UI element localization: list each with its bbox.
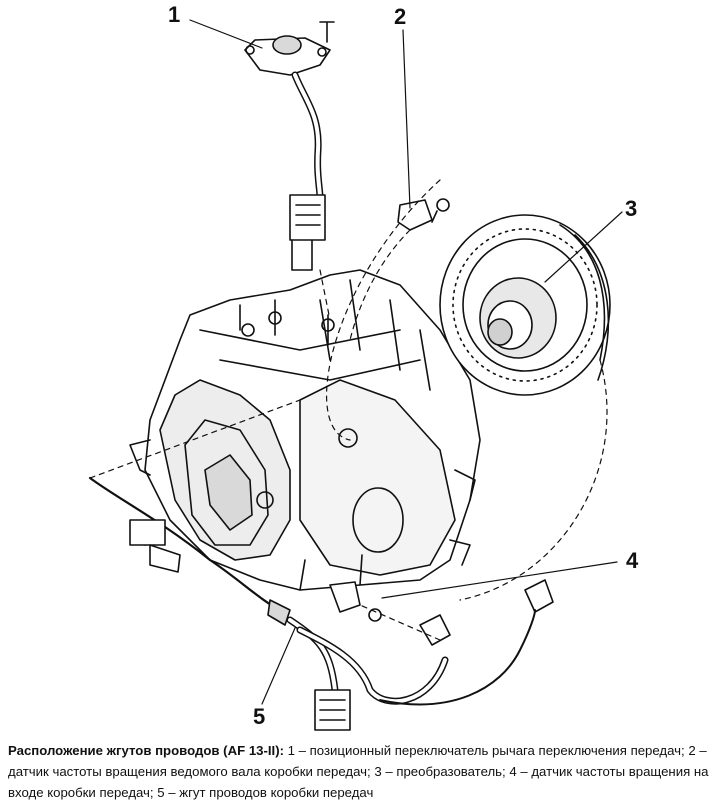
input-speed-sensor	[329, 579, 554, 646]
caption-text: 1 – позиционный переключатель рычага пер…	[8, 743, 709, 800]
callout-2: 2	[394, 4, 406, 29]
callout-4: 4	[626, 548, 639, 573]
leader-lines	[189, 19, 623, 705]
exploded-diagram: 1 2 3 4 5	[88, 2, 639, 731]
caption-title: Расположение жгутов проводов (AF 13-II):	[8, 743, 284, 758]
torque-converter	[439, 214, 611, 396]
callout-1: 1	[168, 2, 180, 27]
transmission-housing	[129, 269, 481, 591]
output-speed-sensor	[397, 198, 450, 231]
assembly-lines	[89, 179, 608, 641]
position-switch	[244, 21, 335, 271]
figure-caption: Расположение жгутов проводов (AF 13-II):…	[8, 740, 710, 803]
wiring-harness	[88, 476, 536, 731]
callout-5: 5	[253, 704, 265, 729]
callout-3: 3	[625, 196, 637, 221]
